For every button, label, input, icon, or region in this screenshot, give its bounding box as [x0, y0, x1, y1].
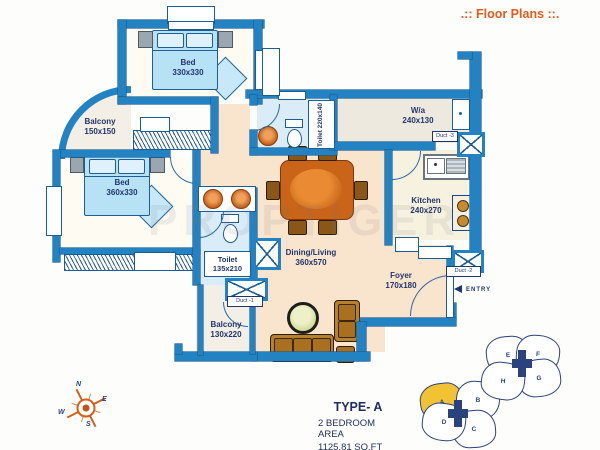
- door-leaf: [446, 276, 454, 318]
- door-leaf: [262, 48, 280, 96]
- entry-label: ENTRY: [466, 287, 492, 293]
- duct-label: Duct -1: [227, 296, 263, 307]
- nightstand: [70, 157, 84, 173]
- window: [46, 186, 62, 236]
- window: [278, 91, 306, 100]
- dining-chair: [354, 181, 368, 200]
- washing-machine: [452, 99, 470, 130]
- entry-arrow-icon: [454, 285, 462, 293]
- window: [134, 252, 176, 271]
- wall: [175, 352, 257, 361]
- wall: [175, 344, 182, 354]
- wall: [60, 150, 170, 157]
- sqft-label: 1125.81 SQ.FT: [318, 442, 383, 450]
- kitchen-sink: [423, 154, 470, 180]
- wall: [60, 248, 200, 254]
- wash-basin: [231, 189, 251, 209]
- compass-west: W: [58, 409, 65, 416]
- keyplan-core: [512, 350, 532, 377]
- duct-label: Duct -3: [432, 131, 458, 142]
- dining-chair: [266, 181, 280, 200]
- wash-basin: [203, 189, 223, 209]
- kitchen-counter: [395, 237, 419, 252]
- area-label: 2 BEDROOM AREA: [318, 418, 376, 440]
- window: [168, 21, 214, 30]
- duct-shaft: [457, 132, 485, 157]
- wall: [118, 20, 126, 104]
- wall: [458, 52, 472, 59]
- wall: [357, 322, 366, 361]
- wall: [385, 150, 392, 245]
- round-table: [287, 302, 319, 334]
- wash-basin: [258, 126, 278, 146]
- kitchen-counter: [418, 246, 452, 259]
- wall: [198, 285, 203, 355]
- sofa-two-seat: [334, 300, 360, 342]
- wall: [250, 148, 337, 155]
- window: [140, 117, 170, 132]
- railing-hatch: [133, 130, 215, 150]
- dining-chair: [318, 220, 337, 235]
- nightstand: [218, 31, 233, 48]
- page-title: .:: Floor Plans ::.: [460, 7, 560, 21]
- room-label-toilet1: Toilet 220x140: [308, 100, 335, 149]
- legend-block: TYPE- A 2 BEDROOM AREA 1125.81 SQ.FT: [318, 400, 398, 450]
- keyplan-core: [448, 400, 468, 427]
- wall: [447, 246, 453, 274]
- wall: [250, 95, 257, 105]
- railing-hatch: [64, 254, 136, 271]
- wall: [360, 318, 456, 326]
- compass-south: S: [86, 421, 91, 428]
- nightstand: [150, 157, 165, 173]
- type-label: TYPE- A: [333, 400, 383, 414]
- wall: [335, 142, 435, 150]
- nightstand: [138, 31, 153, 48]
- wall: [252, 352, 370, 361]
- wall: [250, 130, 257, 155]
- compass-rose: N E W S: [58, 381, 114, 433]
- wall: [211, 97, 218, 153]
- compass-east: E: [102, 396, 107, 403]
- duct-shaft: [253, 238, 281, 270]
- living-passage-floor: [218, 104, 250, 150]
- dining-table: [280, 160, 354, 220]
- wc-toilet: [285, 119, 303, 148]
- wall: [193, 150, 200, 285]
- wall: [118, 97, 218, 104]
- compass-north: N: [76, 381, 82, 388]
- dining-chair: [288, 220, 307, 235]
- wall: [250, 288, 255, 354]
- bed-furniture: [152, 30, 218, 90]
- wall: [246, 90, 482, 98]
- bed-furniture: [84, 156, 150, 216]
- wc-toilet: [221, 214, 239, 243]
- duct-label: Duct -2: [446, 266, 481, 277]
